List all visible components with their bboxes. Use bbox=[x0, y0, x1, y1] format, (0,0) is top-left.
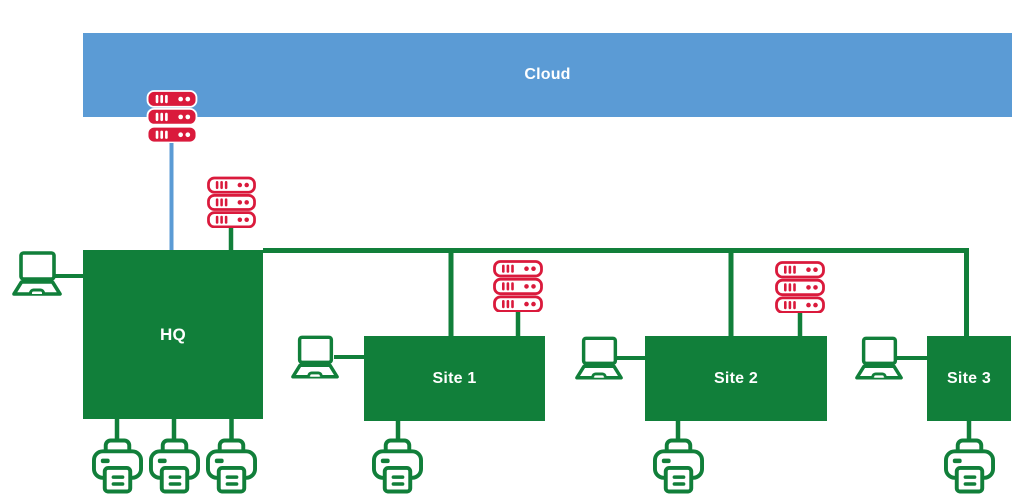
site2-server-stack-icon bbox=[775, 261, 825, 313]
hq-label: HQ bbox=[160, 324, 186, 344]
cloud-label: Cloud bbox=[524, 66, 571, 83]
site1-box: Site 1 bbox=[364, 336, 545, 421]
cloud-banner: Cloud bbox=[83, 33, 1012, 117]
site2-printer-icon bbox=[653, 438, 704, 495]
hq-laptop-icon bbox=[11, 251, 63, 298]
site3-box: Site 3 bbox=[927, 336, 1011, 421]
hq-printer1-icon bbox=[92, 438, 143, 495]
site2-box: Site 2 bbox=[645, 336, 827, 421]
hq-printer2-icon bbox=[149, 438, 200, 495]
hq-box: HQ bbox=[83, 250, 263, 419]
site2-laptop-icon bbox=[574, 336, 624, 382]
site1-laptop-icon bbox=[290, 335, 340, 381]
site3-label: Site 3 bbox=[947, 369, 991, 387]
cloud-server-stack-icon bbox=[146, 90, 198, 143]
site2-label: Site 2 bbox=[714, 369, 758, 387]
hq-printer3-icon bbox=[206, 438, 257, 495]
site1-label: Site 1 bbox=[432, 369, 477, 387]
site3-printer-icon bbox=[944, 438, 995, 495]
site1-server-stack-icon bbox=[493, 260, 543, 312]
site1-printer-icon bbox=[372, 438, 423, 495]
site3-laptop-icon bbox=[854, 336, 904, 382]
hq-server-stack-icon bbox=[207, 176, 256, 228]
bus-hq-to-site3 bbox=[263, 248, 969, 337]
